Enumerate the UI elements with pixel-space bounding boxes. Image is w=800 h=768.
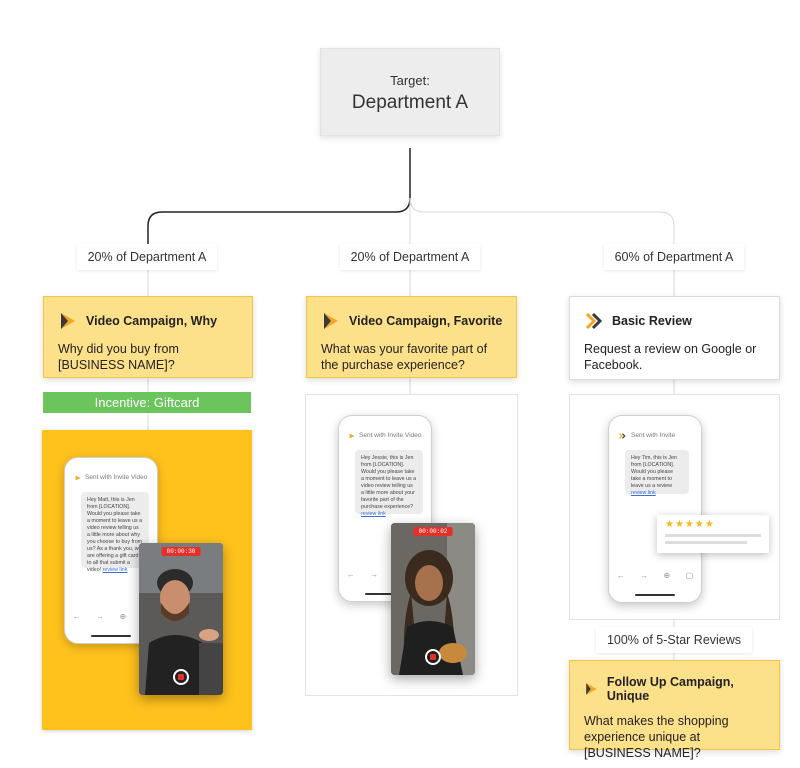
browser-nav-bar: ← → ⊕ ▢ bbox=[609, 571, 701, 580]
target-department: Department A bbox=[351, 92, 469, 113]
video-campaign-why-card: Video Campaign, Why Why did you buy from… bbox=[43, 296, 253, 378]
card-body: Request a review on Google or Facebook. bbox=[584, 342, 757, 372]
card-title: Video Campaign, Why bbox=[86, 314, 218, 328]
sms-message-bubble: Hey Jessie, this is Jen from [LOCATION].… bbox=[355, 450, 423, 517]
recording-timer: 00:00:30 bbox=[161, 547, 201, 556]
follow-up-campaign-card: Follow Up Campaign, Unique What makes th… bbox=[569, 660, 780, 760]
forward-icon[interactable]: → bbox=[96, 612, 105, 621]
invite-video-logo-icon bbox=[324, 313, 338, 329]
invite-chevrons-icon bbox=[619, 432, 626, 439]
review-preview-panel: Sent with Invite Hey Tim, this is Jen fr… bbox=[569, 394, 780, 620]
video-preview-panel-1: Sent with Invite Video Hey Matt, this is… bbox=[42, 430, 252, 730]
record-button[interactable] bbox=[425, 649, 441, 665]
record-button[interactable] bbox=[173, 669, 189, 685]
recording-timer: 00:00:02 bbox=[413, 527, 453, 536]
branch-3-percentage: 60% of Department A bbox=[604, 244, 744, 270]
sent-with-label: Sent with Invite bbox=[619, 432, 675, 439]
star-review-card: ★★★★★ bbox=[657, 515, 769, 553]
card-body: What was your favorite part of the purch… bbox=[321, 342, 488, 372]
review-text-placeholder bbox=[665, 541, 747, 544]
card-title: Video Campaign, Favorite bbox=[349, 314, 503, 328]
forward-icon[interactable]: → bbox=[640, 571, 649, 580]
five-star-percentage: 100% of 5-Star Reviews bbox=[596, 627, 752, 653]
sent-with-label: Sent with Invite Video bbox=[75, 474, 147, 481]
sms-message-bubble: Hey Tim, this is Jen from [LOCATION]. Wo… bbox=[625, 450, 689, 496]
card-body: What makes the shopping experience uniqu… bbox=[584, 714, 729, 760]
home-indicator bbox=[635, 594, 675, 596]
back-icon[interactable]: ← bbox=[616, 571, 625, 580]
target-node: Target: Department A bbox=[320, 48, 500, 136]
target-label: Target: bbox=[390, 73, 430, 88]
forward-icon[interactable]: → bbox=[370, 570, 379, 579]
invite-video-logo-icon bbox=[61, 313, 75, 329]
add-tab-icon[interactable]: ⊕ bbox=[663, 571, 671, 580]
review-link[interactable]: review link bbox=[361, 511, 386, 517]
home-indicator bbox=[91, 635, 131, 637]
basic-review-card: Basic Review Request a review on Google … bbox=[569, 296, 780, 380]
card-title: Follow Up Campaign, Unique bbox=[606, 675, 734, 703]
video-recording-frame: 00:00:02 bbox=[391, 523, 475, 675]
sms-text: Hey Jessie, this is Jen from [LOCATION].… bbox=[361, 455, 417, 510]
invite-video-logo-icon bbox=[75, 475, 81, 480]
video-preview-panel-2: Sent with Invite Video Hey Jessie, this … bbox=[305, 394, 518, 696]
card-title: Basic Review bbox=[612, 314, 692, 328]
incentive-badge: Incentive: Giftcard bbox=[43, 392, 251, 413]
sms-text: Hey Tim, this is Jen from [LOCATION]. Wo… bbox=[631, 455, 677, 489]
branch-1-percentage: 20% of Department A bbox=[77, 244, 217, 270]
follow-up-logo-icon bbox=[586, 683, 597, 695]
invite-video-logo-icon bbox=[349, 433, 355, 438]
tabs-icon[interactable]: ▢ bbox=[685, 571, 694, 580]
video-recording-frame: 00:00:30 bbox=[139, 543, 223, 695]
review-link[interactable]: review link bbox=[102, 567, 128, 573]
phone-mockup: Sent with Invite Hey Tim, this is Jen fr… bbox=[608, 415, 702, 603]
back-icon[interactable]: ← bbox=[72, 612, 81, 621]
add-tab-icon[interactable]: ⊕ bbox=[119, 612, 127, 621]
review-text-placeholder bbox=[665, 534, 761, 537]
sent-with-label: Sent with Invite Video bbox=[349, 432, 421, 439]
five-star-rating-icon: ★★★★★ bbox=[665, 519, 715, 530]
invite-chevrons-icon bbox=[585, 312, 603, 330]
sms-text: Hey Matt, this is Jen from [LOCATION]. W… bbox=[87, 497, 143, 573]
branch-2-percentage: 20% of Department A bbox=[340, 244, 480, 270]
review-link[interactable]: review link bbox=[631, 490, 656, 496]
back-icon[interactable]: ← bbox=[346, 570, 355, 579]
sms-message-bubble: Hey Matt, this is Jen from [LOCATION]. W… bbox=[81, 492, 149, 573]
home-indicator bbox=[365, 593, 405, 595]
card-body: Why did you buy from [BUSINESS NAME]? bbox=[58, 342, 179, 372]
video-campaign-favorite-card: Video Campaign, Favorite What was your f… bbox=[306, 296, 517, 378]
